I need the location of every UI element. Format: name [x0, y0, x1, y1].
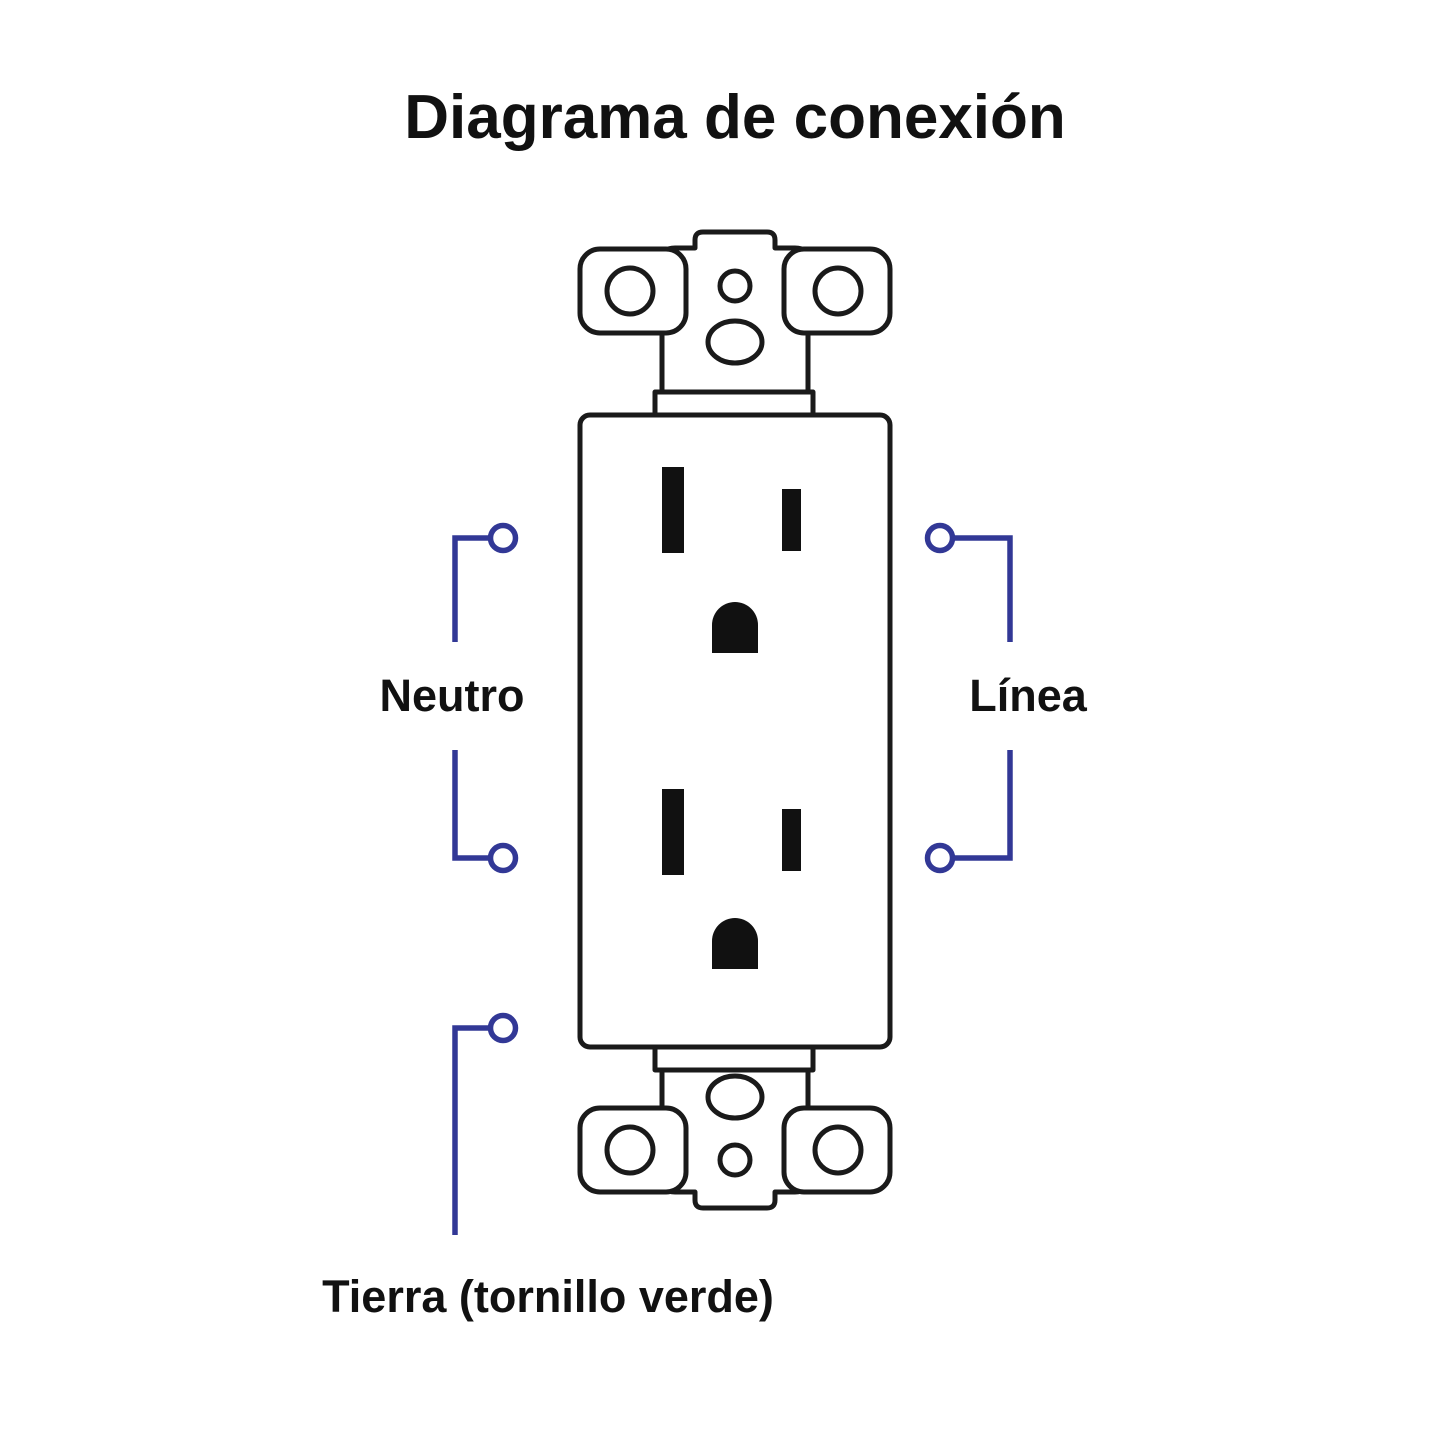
line-label: Línea [969, 670, 1088, 721]
bottom-tab-hole [717, 1142, 753, 1178]
top-right-screw-hole [812, 265, 864, 317]
outlet-body [577, 412, 893, 1050]
bottom-neutral-slot [662, 789, 684, 875]
neutral-wire-path [452, 535, 490, 861]
outlet-drawing [577, 229, 893, 1211]
line-wire [924, 522, 1013, 874]
bottom-line-slot [782, 809, 801, 871]
neutral-terminal-bottom [487, 842, 519, 874]
top-neutral-slot [662, 467, 684, 553]
neutral-wire [452, 522, 519, 874]
top-tab-hole [717, 268, 753, 304]
bottom-mounting-yoke [577, 1039, 893, 1211]
ground-wire-path [452, 1025, 490, 1235]
line-wire-path [953, 535, 1013, 861]
top-oval-hole [705, 318, 765, 366]
top-line-slot [782, 489, 801, 551]
bottom-left-screw-hole [604, 1124, 656, 1176]
ground-wire [452, 1012, 519, 1235]
ground-terminal [487, 1012, 519, 1044]
top-left-screw-hole [604, 265, 656, 317]
line-terminal-top [924, 522, 956, 554]
top-mounting-yoke [577, 229, 893, 423]
line-terminal-bottom [924, 842, 956, 874]
bottom-ground-hole [712, 918, 758, 969]
top-ground-hole [712, 602, 758, 653]
bottom-oval-hole [705, 1073, 765, 1121]
ground-label: Tierra (tornillo verde) [322, 1271, 774, 1322]
page-title: Diagrama de conexión [404, 83, 1066, 152]
bottom-right-screw-hole [812, 1124, 864, 1176]
wiring-callouts [452, 522, 1013, 1235]
receptacle-slots [662, 467, 801, 969]
neutral-terminal-top [487, 522, 519, 554]
neutral-label: Neutro [380, 670, 525, 721]
